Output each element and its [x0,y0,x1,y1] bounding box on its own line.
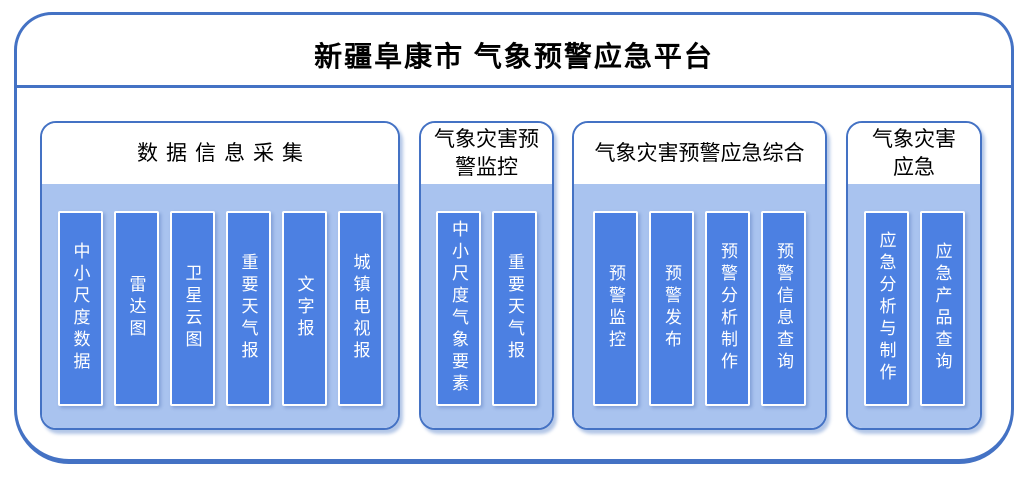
group-warning-monitoring: 气象灾害预 警监控 中小尺度气象要素 重要天气报 [419,121,554,430]
module-item-label: 文字报 [294,275,314,341]
module-item: 中小尺度数据 [57,210,103,406]
module-item: 预警分析制作 [705,210,750,406]
group-body-warning-monitoring: 中小尺度气象要素 重要天气报 [421,184,552,428]
module-item: 预警信息查询 [761,210,806,406]
group-data-collection: 数据信息采集 中小尺度数据 雷达图 卫星云图 重要天气报 文字报 城镇电视报 [40,121,400,430]
module-item-label: 预警发布 [662,264,681,352]
module-item-label: 中小尺度气象要素 [449,220,468,396]
group-header-warning-emergency-comprehensive: 气象灾害预警应急综合 [574,123,825,184]
module-item-label: 重要天气报 [505,253,524,363]
module-item: 预警监控 [593,210,638,406]
group-disaster-emergency: 气象灾害 应急 应急分析与制作 应急产品查询 [846,121,982,430]
module-item: 预警发布 [649,210,694,406]
module-item-label: 雷达图 [126,275,146,341]
module-item-label: 重要天气报 [238,253,258,363]
module-item: 文字报 [281,210,327,406]
module-item: 重要天气报 [225,210,271,406]
module-item: 应急分析与制作 [863,210,909,406]
module-item-label: 城镇电视报 [350,253,370,363]
module-item-label: 预警分析制作 [718,242,737,374]
group-body-disaster-emergency: 应急分析与制作 应急产品查询 [848,184,980,428]
module-item-label: 预警监控 [606,264,625,352]
module-item-label: 中小尺度数据 [70,242,90,374]
title-divider-line [17,85,1011,88]
module-item: 应急产品查询 [919,210,965,406]
module-item: 卫星云图 [169,210,215,406]
module-item-label: 应急分析与制作 [876,231,896,385]
group-header-warning-monitoring: 气象灾害预 警监控 [421,123,552,184]
module-item-label: 预警信息查询 [774,242,793,374]
module-item-label: 应急产品查询 [932,242,952,374]
platform-frame: 新疆阜康市 气象预警应急平台 数据信息采集 中小尺度数据 雷达图 卫星云图 重要天气报… [14,12,1014,464]
group-body-data-collection: 中小尺度数据 雷达图 卫星云图 重要天气报 文字报 城镇电视报 [42,184,398,428]
module-item: 重要天气报 [492,210,537,406]
module-item-label: 卫星云图 [182,264,202,352]
group-body-warning-emergency-comprehensive: 预警监控 预警发布 预警分析制作 预警信息查询 [574,184,825,428]
group-warning-emergency-comprehensive: 气象灾害预警应急综合 预警监控 预警发布 预警分析制作 预警信息查询 [572,121,827,430]
module-item: 中小尺度气象要素 [436,210,481,406]
platform-title: 新疆阜康市 气象预警应急平台 [314,41,714,72]
module-item: 城镇电视报 [337,210,383,406]
module-item: 雷达图 [113,210,159,406]
group-header-disaster-emergency: 气象灾害 应急 [848,123,980,184]
group-header-data-collection: 数据信息采集 [42,123,398,184]
